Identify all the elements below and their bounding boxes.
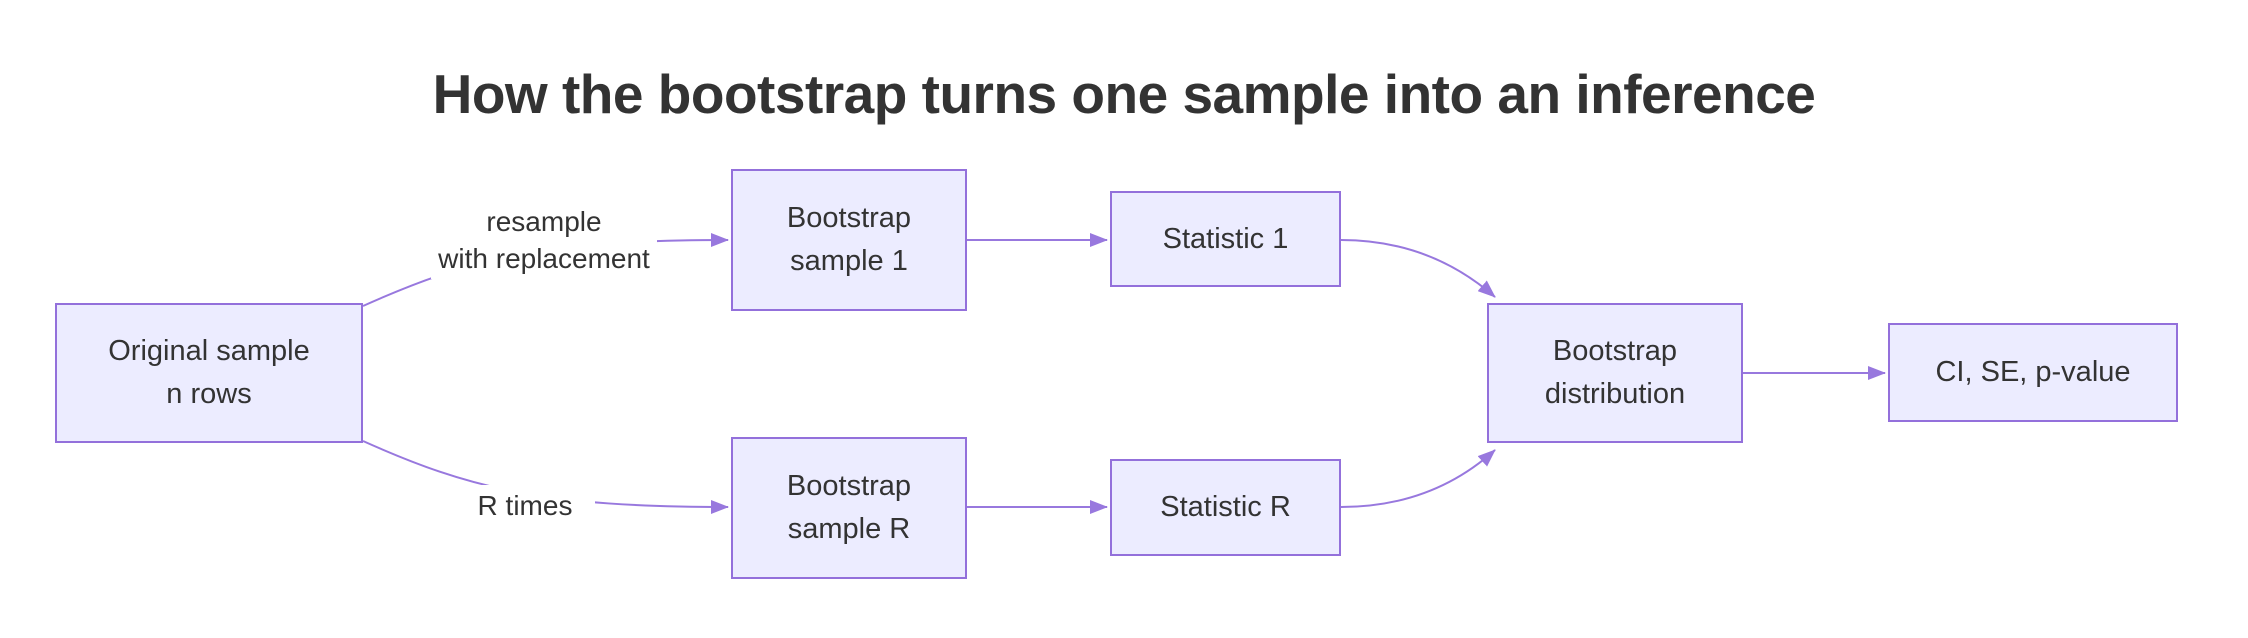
node-label-line: sample R	[787, 513, 911, 545]
node-statistic-1: Statistic 1	[1110, 191, 1341, 287]
node-bootstrap-distribution: Bootstrap distribution	[1487, 303, 1743, 443]
node-label-line: Statistic R	[1160, 491, 1291, 523]
node-bootstrap-sample-r: Bootstrap sample R	[731, 437, 967, 579]
diagram-title: How the bootstrap turns one sample into …	[432, 63, 1816, 125]
node-label-line: Bootstrap	[1552, 335, 1678, 367]
node-bootstrap-sample-1: Bootstrap sample 1	[731, 169, 967, 311]
node-ci-se-p-value: CI, SE, p-value	[1888, 323, 2178, 422]
node-statistic-r: Statistic R	[1110, 459, 1341, 556]
node-label-line: n rows	[166, 378, 252, 410]
node-label-line: Original sample	[108, 335, 310, 367]
edge-label-line: R times	[477, 490, 573, 521]
edge-label-resample-with-replacement: resample with replacement	[431, 201, 657, 279]
edge-label-line: resample	[486, 206, 602, 237]
node-label-line: Statistic 1	[1162, 222, 1289, 255]
node-original-sample: Original sample n rows	[55, 303, 363, 443]
edge-label-r-times: R times	[455, 485, 595, 527]
node-label-line: Bootstrap	[786, 470, 912, 502]
node-label-line: distribution	[1544, 378, 1686, 410]
edge-statistic-r-to-distribution	[1340, 449, 1496, 508]
edge-label-line: with replacement	[438, 243, 650, 274]
node-label-line: CI, SE, p-value	[1935, 356, 2131, 388]
edge-statistic-1-to-distribution	[1340, 239, 1496, 298]
node-label-line: sample 1	[790, 245, 908, 277]
node-label-line: Bootstrap	[786, 202, 912, 234]
